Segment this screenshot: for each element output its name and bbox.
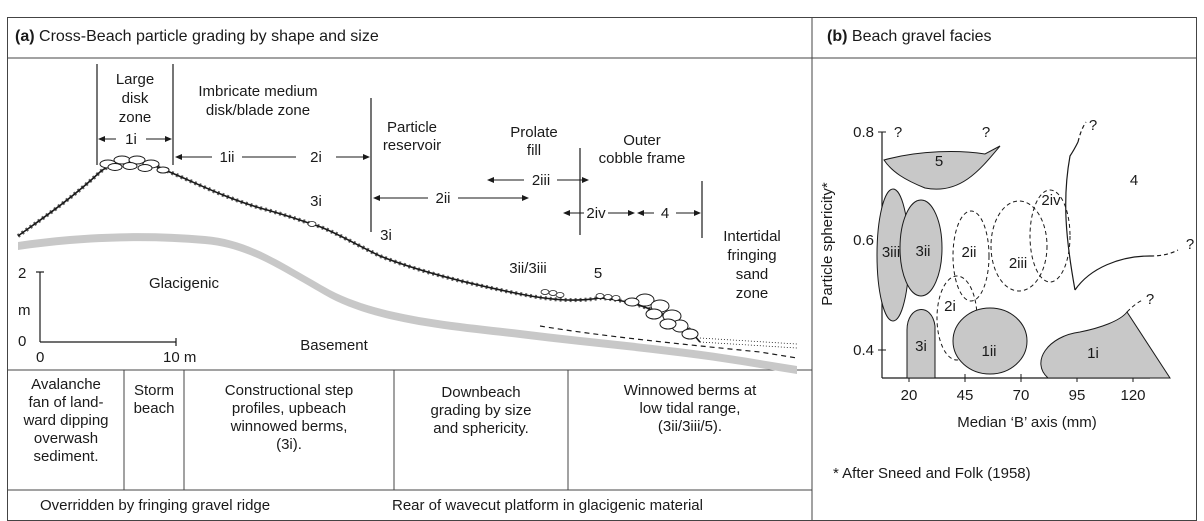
facies-3ii	[899, 199, 943, 297]
table-foot-rear: Rear of wavecut platform in glacigenic m…	[392, 497, 703, 514]
question-mark-2: ?	[982, 124, 990, 141]
beach-surface	[17, 160, 701, 343]
panel-a-title-text: Cross-Beach particle grading by shape an…	[39, 28, 379, 45]
panel-b-letter: (b)	[827, 28, 848, 45]
arrow-label-2iv: 2iv	[586, 205, 606, 222]
x-tick-95: 95	[1069, 387, 1086, 404]
basement-band	[18, 233, 797, 374]
table-cell-avalanche: Avalanche fan of land- ward dipping over…	[23, 376, 109, 465]
sand-dots	[699, 337, 798, 349]
zone-boundaries	[96, 64, 703, 238]
point-label-3i-a: 3i	[310, 193, 322, 210]
layer-basement: Basement	[300, 337, 368, 354]
question-mark-1: ?	[894, 124, 902, 141]
facies-1i-boundary	[1126, 299, 1144, 313]
facies-label-2i: 2i	[944, 298, 956, 315]
arrow-label-1i: 1i	[125, 131, 137, 148]
facies-5	[883, 145, 1001, 190]
panel-a-letter: (a)	[15, 28, 35, 45]
panel-b-title-text: Beach gravel facies	[851, 28, 992, 45]
table-cell-winnowed: Winnowed berms at low tidal range, (3ii/…	[623, 382, 757, 435]
arrow-label-1ii: 1ii	[219, 149, 234, 166]
scale-x-left: 0	[36, 349, 44, 366]
table-cell-storm: Storm beach	[133, 382, 175, 417]
y-tick-0.6: 0.6	[853, 232, 874, 249]
x-tick-45: 45	[957, 387, 974, 404]
facies-label-4: 4	[1130, 172, 1138, 189]
question-mark-3: ?	[1089, 117, 1097, 134]
facies-1ii	[952, 307, 1028, 375]
panel-a-title: (a) Cross-Beach particle grading by shap…	[15, 28, 379, 46]
x-tick-120: 120	[1120, 387, 1145, 404]
table-cell-downbeach: Downbeach grading by size and sphericity…	[430, 384, 532, 437]
y-axis-label: Particle sphericity*	[819, 182, 836, 306]
footnote: * After Sneed and Folk (1958)	[833, 465, 1031, 482]
question-mark-4: ?	[1186, 236, 1194, 253]
layer-glacigenic: Glacigenic	[149, 275, 220, 292]
facies-label-5: 5	[935, 153, 943, 170]
scale-y-bottom: 0	[18, 333, 26, 350]
scale-x-right: 10 m	[163, 349, 196, 366]
cobble-clasts	[624, 293, 699, 340]
facies-4-lower-dashed	[1149, 249, 1179, 257]
facies-label-3iii: 3iii	[882, 244, 900, 261]
arrow-heads	[98, 136, 701, 216]
facies-4-lower	[1074, 255, 1151, 291]
y-tick-0.8: 0.8	[853, 124, 874, 141]
facies-1i	[1040, 311, 1171, 379]
y-tick-0.4: 0.4	[853, 342, 874, 359]
point-label-3ii-3iii: 3ii/3iii	[509, 260, 547, 277]
pebble-clusters	[307, 221, 621, 301]
scale-axes	[36, 271, 177, 346]
facies-4-boundary-dashed	[1077, 121, 1087, 143]
table-foot-overridden: Overridden by fringing gravel ridge	[40, 497, 271, 514]
basement-dashed-line	[539, 325, 798, 359]
panel-b-title: (b) Beach gravel facies	[827, 28, 992, 46]
facies-label-1ii: 1ii	[981, 343, 996, 360]
table-cell-constructional: Constructional step profiles, upbeach wi…	[224, 382, 354, 453]
facies-label-1i: 1i	[1087, 345, 1099, 362]
facies-label-3ii: 3ii	[915, 243, 930, 260]
facies-3i	[906, 309, 936, 379]
facies-label-2iii: 2iii	[1009, 255, 1027, 272]
arrow-label-4: 4	[661, 205, 669, 222]
facies-label-2iv: 2iv	[1041, 192, 1061, 209]
x-tick-70: 70	[1013, 387, 1030, 404]
large-disk-clasts	[99, 155, 170, 174]
point-label-3i-b: 3i	[380, 227, 392, 244]
scale-y-unit: m	[18, 302, 31, 319]
scale-y-top: 2	[18, 265, 26, 282]
facies-label-3i: 3i	[915, 338, 927, 355]
x-axis-label: Median ‘B’ axis (mm)	[957, 414, 1096, 431]
facies-4-boundary	[1065, 141, 1079, 291]
arrow-label-2iii: 2iii	[532, 172, 550, 189]
question-mark-5: ?	[1146, 291, 1154, 308]
arrow-label-2i: 2i	[310, 149, 322, 166]
x-tick-20: 20	[901, 387, 918, 404]
point-label-5: 5	[594, 265, 602, 282]
arrow-label-2ii: 2ii	[435, 190, 450, 207]
facies-label-2ii: 2ii	[961, 244, 976, 261]
